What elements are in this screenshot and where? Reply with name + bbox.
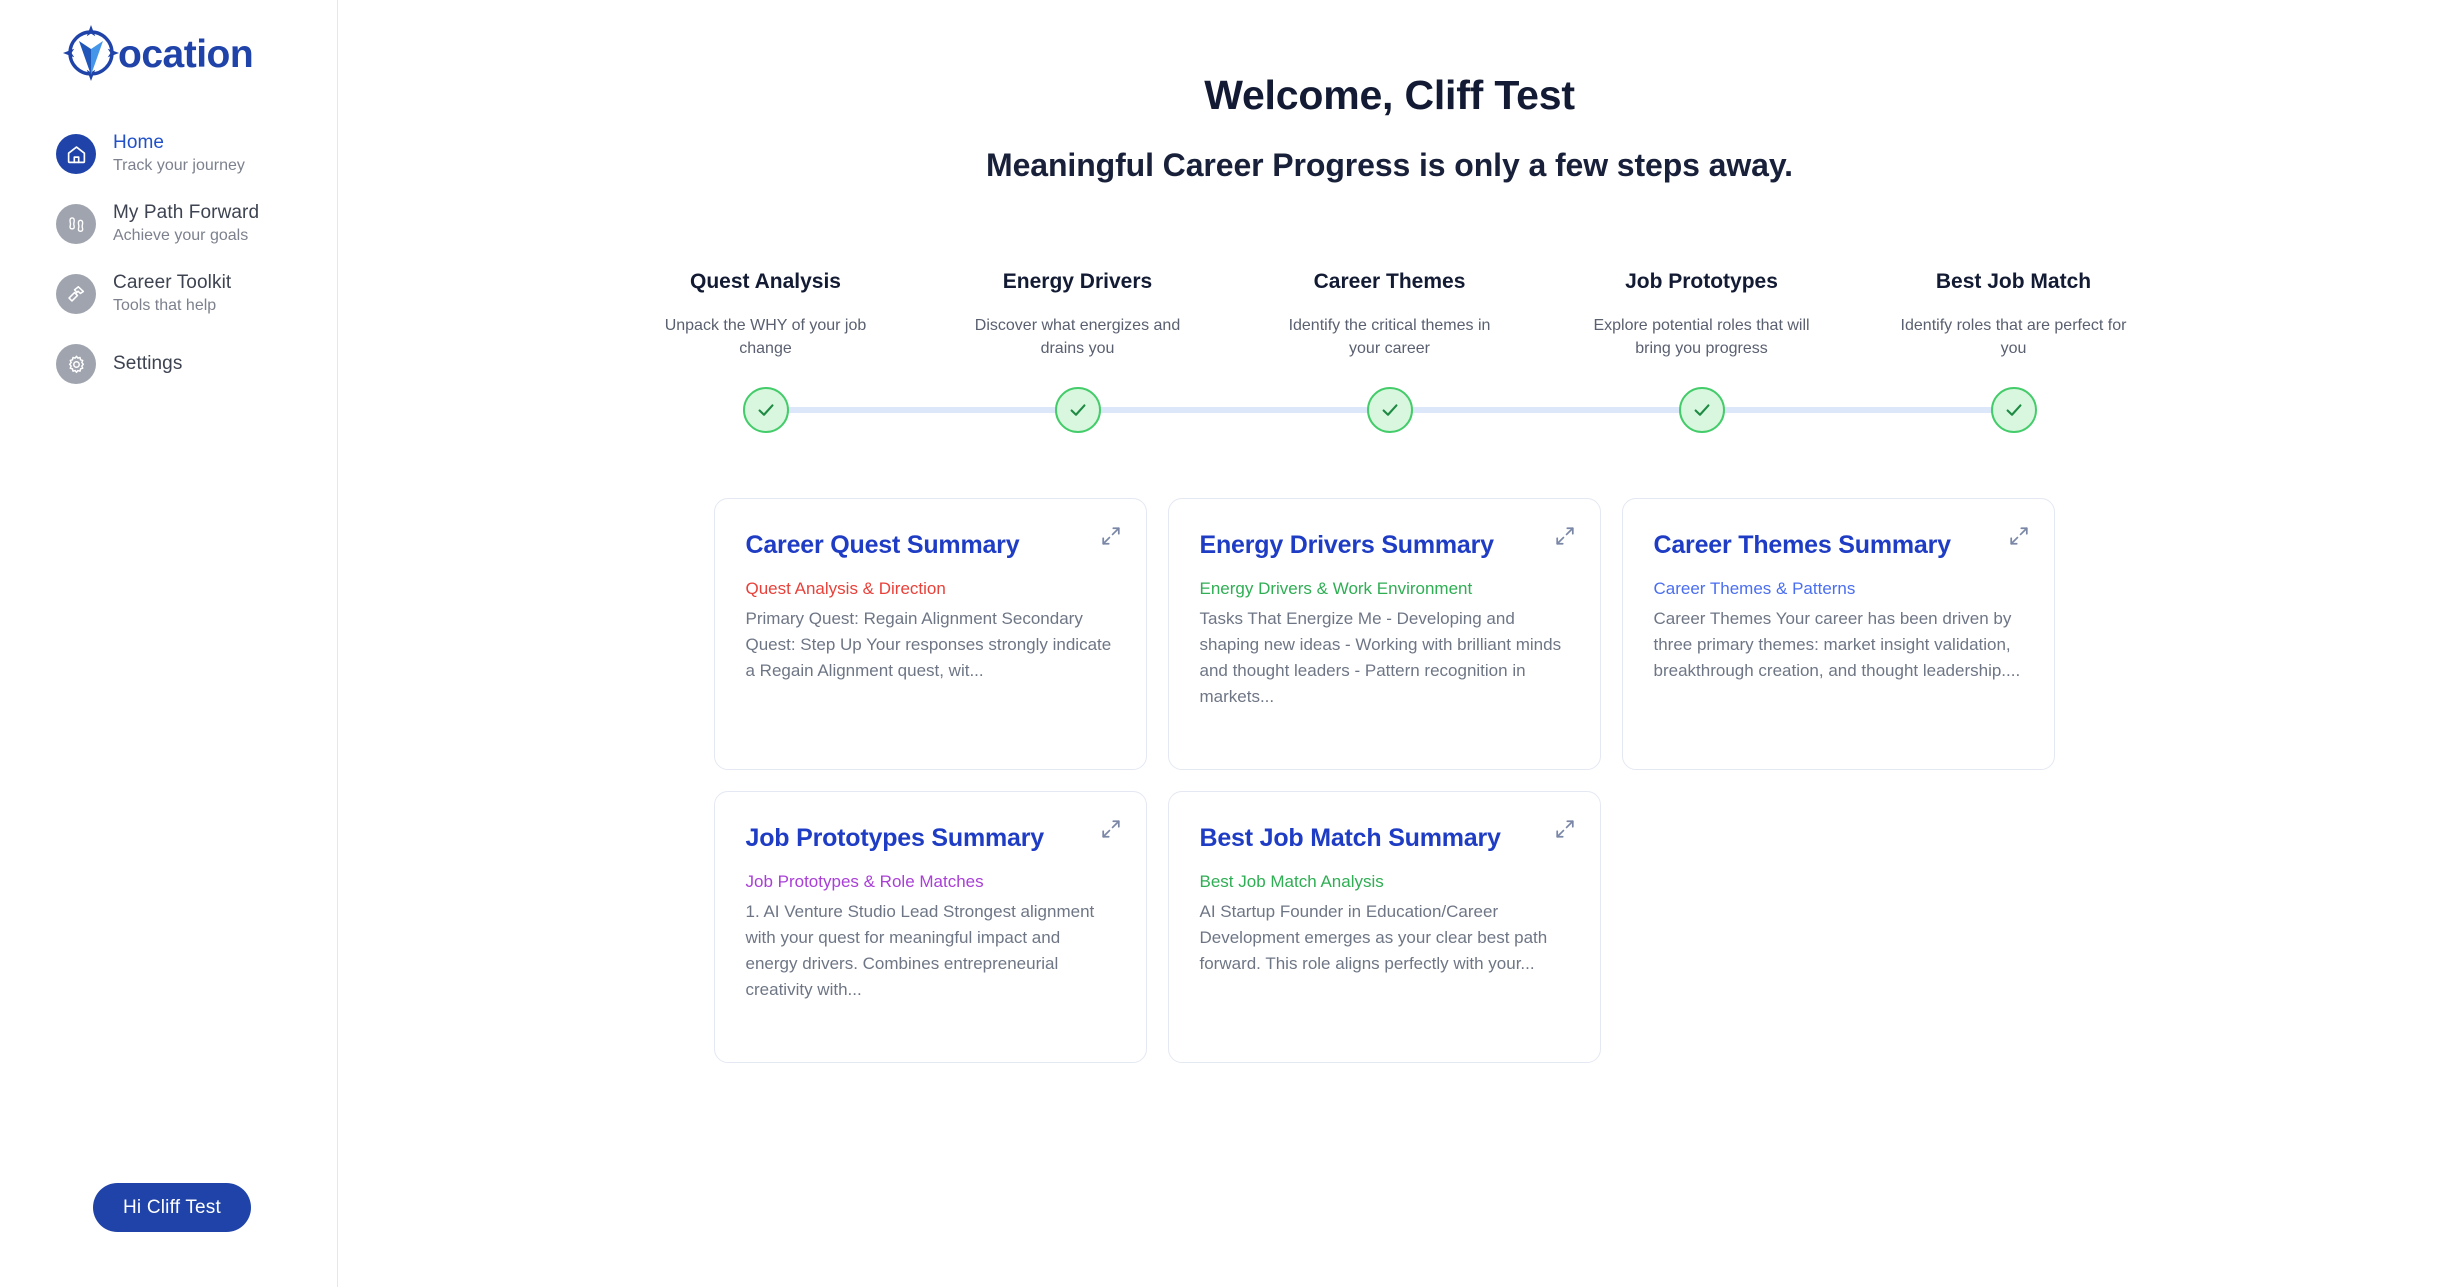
step-description: Discover what energizes and drains you [974,317,1181,358]
step-label: Energy Drivers [1002,270,1153,293]
card-body: 1. AI Venture Studio Lead Strongest alig… [745,902,1095,999]
step-description: Explore potential roles that will bring … [1593,317,1810,358]
card-title: Career Quest Summary [745,531,1020,559]
stepper-nodes-row [610,380,2170,440]
stepper-node-cell [1858,380,2170,440]
stepper-step-best-job-match[interactable]: Best Job Match Identify roles that are p… [1858,270,2170,360]
summary-card-career-themes[interactable]: Career Themes Summary Career Themes & Pa… [1621,498,2055,770]
card-subtitle: Energy Drivers & Work Environment [1199,578,1473,598]
sidebar-item-settings-label: Settings [113,352,183,374]
summary-cards-grid: Career Quest Summary Quest Analysis & Di… [713,498,2066,1063]
user-greeting-button[interactable]: Hi Cliff Test [93,1183,251,1232]
brand-logo[interactable]: ocation [60,22,260,84]
stepper-step-career-themes[interactable]: Career Themes Identify the critical them… [1234,270,1546,360]
stepper-connector [1389,407,1702,413]
stepper-node-cell [610,380,1078,440]
card-body: Tasks That Energize Me - Developing and … [1199,609,1562,706]
stepper-node-career-themes[interactable] [1366,387,1413,433]
compass-logo-icon: ocation [63,25,254,81]
check-icon [758,404,773,416]
stepper-node-job-prototypes[interactable] [1678,387,1725,433]
sidebar-item-career-toolkit-label: Career Toolkit [113,272,232,294]
check-icon [1694,404,1709,416]
step-label: Job Prototypes [1625,270,1778,293]
stepper-step-energy-drivers[interactable]: Energy Drivers Discover what energizes a… [922,270,1234,360]
expand-icon[interactable] [2008,525,2030,547]
sidebar-item-home[interactable]: Home Track your journey [56,128,326,180]
card-body: Primary Quest: Regain Alignment Secondar… [745,609,1112,680]
summary-card-energy-drivers[interactable]: Energy Drivers Summary Energy Drivers & … [1167,498,1601,770]
check-icon [1070,404,1085,416]
card-subtitle: Quest Analysis & Direction [745,578,946,598]
card-title: Energy Drivers Summary [1199,531,1495,559]
card-subtitle: Job Prototypes & Role Matches [745,871,984,891]
sidebar-item-settings[interactable]: Settings [56,338,326,390]
page-title: Welcome, Cliff Test [1204,72,1575,118]
stepper-node-cell [1234,380,1702,440]
card-title: Career Themes Summary [1653,531,1952,559]
home-icon [56,134,96,174]
card-subtitle: Best Job Match Analysis [1199,871,1384,891]
gear-icon [56,344,96,384]
sidebar-item-home-label: Home [113,132,165,154]
stepper-connector [1077,407,1390,413]
stepper-step-job-prototypes[interactable]: Job Prototypes Explore potential roles t… [1546,270,1858,360]
step-description: Identify roles that are perfect for you [1900,317,2127,358]
expand-icon[interactable] [1554,525,1576,547]
summary-card-best-job-match[interactable]: Best Job Match Summary Best Job Match An… [1167,791,1601,1063]
stepper-connector [765,407,1078,413]
card-subtitle: Career Themes & Patterns [1653,578,1856,598]
card-body: AI Startup Founder in Education/Career D… [1199,902,1548,973]
sidebar-nav: Home Track your journey My Path Forward … [56,128,326,408]
sidebar: ocation Home Track your journey [0,0,338,1287]
card-title: Job Prototypes Summary [745,824,1045,852]
sidebar-item-home-sub: Track your journey [113,156,245,174]
summary-card-career-quest[interactable]: Career Quest Summary Quest Analysis & Di… [713,498,1147,770]
sidebar-item-my-path-forward-label: My Path Forward [113,202,260,224]
check-icon [2006,404,2021,416]
hammer-icon [56,274,96,314]
main-content: Welcome, Cliff Test Meaningful Career Pr… [338,0,2441,1287]
sidebar-item-my-path-forward[interactable]: My Path Forward Achieve your goals [56,198,326,250]
sidebar-item-career-toolkit-sub: Tools that help [113,296,217,314]
step-label: Career Themes [1313,270,1466,293]
card-body: Career Themes Your career has been drive… [1653,609,2021,680]
step-label: Quest Analysis [690,270,841,293]
stepper-labels-row: Quest Analysis Unpack the WHY of your jo… [610,270,2170,360]
progress-stepper: Quest Analysis Unpack the WHY of your jo… [610,270,2170,450]
expand-icon[interactable] [1554,818,1576,840]
page-subtitle: Meaningful Career Progress is only a few… [986,147,1793,183]
sidebar-item-my-path-forward-sub: Achieve your goals [113,226,249,244]
stepper-node-cell [1546,380,2014,440]
step-description: Unpack the WHY of your job change [664,317,867,358]
card-title: Best Job Match Summary [1199,824,1501,852]
expand-icon[interactable] [1100,818,1122,840]
step-label: Best Job Match [1935,270,2092,293]
stepper-node-best-job-match[interactable] [1990,387,2037,433]
stepper-connector [1701,407,2014,413]
check-icon [1382,404,1397,416]
svg-text:ocation: ocation [118,33,253,76]
stepper-node-quest-analysis[interactable] [742,387,789,433]
stepper-step-quest-analysis[interactable]: Quest Analysis Unpack the WHY of your jo… [610,270,922,360]
stepper-node-energy-drivers[interactable] [1054,387,1101,433]
stepper-node-cell [922,380,1390,440]
expand-icon[interactable] [1100,525,1122,547]
step-description: Identify the critical themes in your car… [1288,317,1491,358]
summary-card-job-prototypes[interactable]: Job Prototypes Summary Job Prototypes & … [713,791,1147,1063]
footprints-icon [56,204,96,244]
sidebar-item-career-toolkit[interactable]: Career Toolkit Tools that help [56,268,326,320]
